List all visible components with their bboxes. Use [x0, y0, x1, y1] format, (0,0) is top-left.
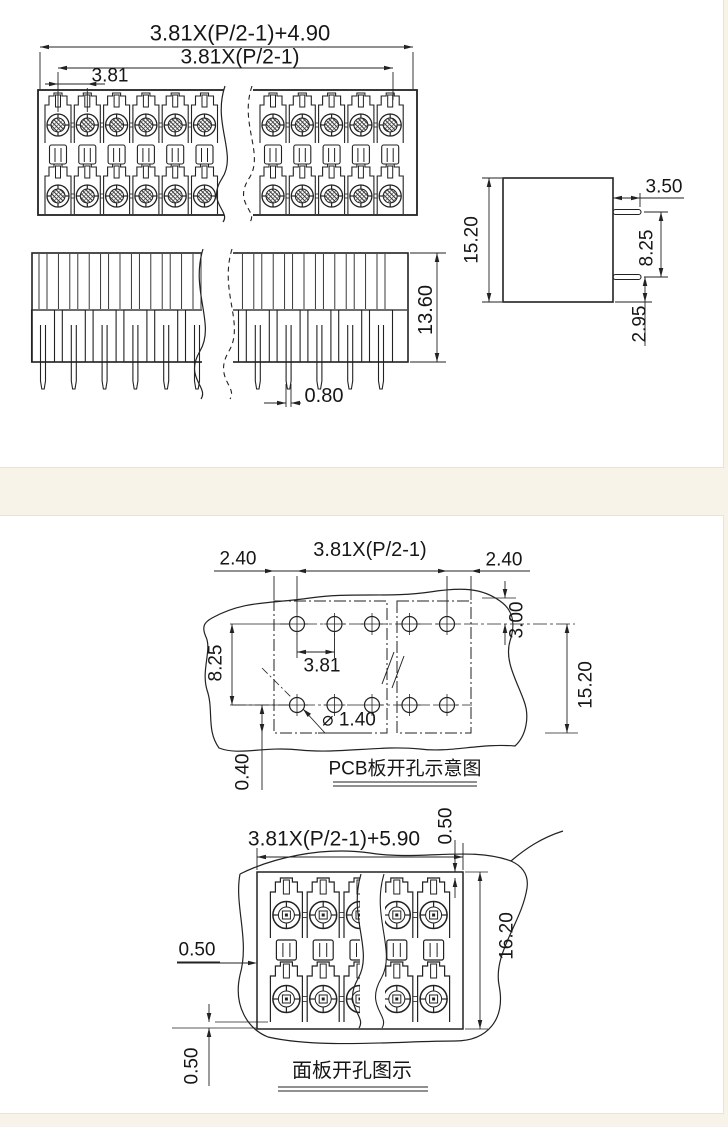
dim-label-panel-width: 3.81X(P/2-1)+5.90	[248, 828, 420, 851]
pcb-view-title: PCB板开孔示意图	[328, 758, 481, 780]
hole-layout-drawing: 2.40 3.81X(P/2-1) 2.40 3.00 8.25 3.81 ⌀ …	[172, 539, 597, 1092]
dim-label-pin-width: 0.80	[305, 385, 344, 407]
side-view-geometry	[482, 177, 684, 346]
dim-label-pcb-pitch: 3.81	[304, 656, 341, 677]
dim-label-pin-length: 3.50	[646, 177, 683, 198]
dim-label-side-height: 15.20	[462, 216, 483, 264]
dim-label-panel-gap-bottom: 0.50	[182, 1048, 203, 1085]
dim-label-centers-width: 3.81X(P/2-1)	[180, 46, 299, 69]
dim-label-hole-diameter: ⌀ 1.40	[322, 710, 376, 731]
dim-label-pcb-row-spacing: 8.25	[206, 645, 227, 682]
dim-label-pitch: 3.81	[92, 66, 129, 87]
connector-views-drawing: 3.81X(P/2-1)+4.90 3.81X(P/2-1) 3.81 13.6…	[30, 21, 684, 407]
dim-label-panel-height: 16.20	[497, 912, 518, 960]
dim-label-pcb-height: 15.20	[576, 661, 597, 709]
panel-view-title: 面板开孔图示	[292, 1059, 412, 1082]
dim-label-overall-width: 3.81X(P/2-1)+4.90	[150, 21, 330, 46]
connector-drawing-panel	[0, 0, 724, 468]
dim-label-pcb-edge-left: 2.40	[220, 549, 257, 570]
dim-label-panel-gap-top: 0.50	[436, 808, 457, 845]
top-view-geometry	[37, 44, 418, 223]
panel-view-geometry	[172, 830, 564, 1092]
dim-label-body-height: 13.60	[415, 285, 437, 335]
front-view-geometry	[30, 248, 446, 407]
dim-label-pcb-centers: 3.81X(P/2-1)	[313, 539, 426, 561]
dim-label-pin-offset: 2.95	[630, 306, 651, 343]
pcb-view-geometry	[203, 568, 578, 790]
dim-label-pcb-top: 3.00	[507, 602, 528, 639]
dim-label-pcb-edge-right: 2.40	[486, 550, 523, 571]
dim-label-pin-spacing: 8.25	[637, 230, 658, 267]
dim-label-panel-gap-left: 0.50	[179, 940, 216, 961]
dim-label-pcb-bottom: 0.40	[233, 754, 254, 791]
